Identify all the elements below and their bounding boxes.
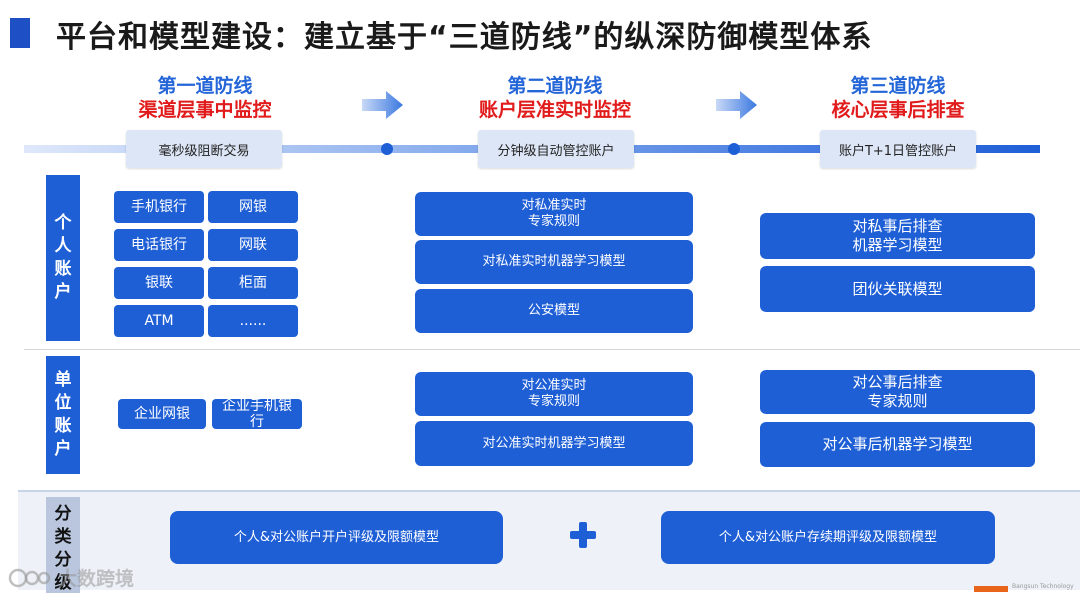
channel-corporate-online-banking: 企业网银	[118, 399, 206, 429]
channel-corporate-mobile-banking: 企业手机银行	[212, 398, 302, 430]
channel-netsunion: 网联	[208, 229, 298, 261]
channel-mobile-banking: 手机银行	[114, 191, 204, 223]
model-text-line1: 对公准实时机器学习模型	[482, 435, 626, 451]
model-opening-rating: 个人&对公账户开户评级及限额模型	[170, 511, 503, 564]
model-existence-rating: 个人&对公账户存续期评级及限额模型	[661, 511, 995, 564]
section-classify-text: 分类分级	[54, 504, 72, 593]
page-title: 平台和模型建设：建立基于“三道防线”的纵深防御模型体系	[56, 20, 873, 55]
model-personal-post-ml: 对私事后排查 机器学习模型	[760, 213, 1035, 259]
model-police: 公安模型	[415, 289, 693, 333]
line-1-name: 第一道防线	[157, 75, 253, 97]
model-text-line1: 对私事后排查	[852, 217, 943, 235]
model-corporate-post-ml: 对公事后机器学习模型	[760, 422, 1035, 467]
model-text-line1: 对私准实时	[521, 198, 587, 213]
line-3-header: 第三道防线 核心层事后排查	[798, 74, 998, 122]
timeline-label-3: 账户T+1日管控账户	[820, 130, 976, 168]
watermark: 大数跨境	[8, 564, 134, 591]
model-gang-association: 团伙关联模型	[760, 266, 1035, 312]
line-2-name: 第二道防线	[507, 75, 603, 97]
channel-phone-banking: 电话银行	[114, 229, 204, 261]
line-1-header: 第一道防线 渠道层事中监控	[105, 74, 305, 122]
channel-atm: ATM	[114, 305, 204, 337]
timeline-label-2: 分钟级自动管控账户	[478, 130, 634, 168]
timeline-dot	[728, 143, 740, 155]
section-classify-label: 分类分级	[46, 497, 80, 593]
model-text-line1: 对公事后排查	[852, 373, 943, 391]
timeline-label-1: 毫秒级阻断交易	[126, 130, 282, 168]
section-personal-label: 个人账户	[46, 175, 80, 341]
section-corporate-text: 单位账户	[54, 370, 72, 459]
channel-online-banking: 网银	[208, 191, 298, 223]
model-text-line2: 专家规则	[867, 392, 928, 410]
brand-bar	[974, 586, 1008, 592]
title-marker	[10, 18, 30, 48]
channel-more: ......	[208, 305, 298, 337]
channel-unionpay: 银联	[114, 267, 204, 299]
model-text-line2: 机器学习模型	[852, 236, 943, 254]
model-text-line1: 对公准实时	[521, 378, 587, 393]
model-text-line1: 个人&对公账户开户评级及限额模型	[233, 529, 440, 545]
arrow-right-icon	[362, 91, 403, 119]
channel-counter: 柜面	[208, 267, 298, 299]
section-corporate-label: 单位账户	[46, 356, 80, 474]
model-text-line1: 对私准实时机器学习模型	[482, 254, 626, 269]
timeline-dot	[381, 143, 393, 155]
model-corporate-post-rules: 对公事后排查 专家规则	[760, 370, 1035, 414]
line-3-sub: 核心层事后排查	[831, 99, 965, 121]
line-2-header: 第二道防线 账户层准实时监控	[455, 74, 655, 122]
model-text-line1: 对公事后机器学习模型	[822, 435, 973, 453]
plus-icon	[570, 522, 596, 548]
model-text-line2: 专家规则	[527, 214, 580, 229]
line-3-name: 第三道防线	[850, 75, 946, 97]
model-corporate-realtime-ml: 对公准实时机器学习模型	[415, 421, 693, 466]
section-divider	[24, 349, 1080, 350]
model-text-line1: 团伙关联模型	[852, 279, 943, 298]
model-personal-realtime-ml: 对私准实时机器学习模型	[415, 240, 693, 284]
arrow-right-icon	[716, 91, 757, 119]
model-text-line2: 专家规则	[527, 394, 580, 409]
section-personal-text: 个人账户	[54, 213, 72, 302]
line-1-sub: 渠道层事中监控	[138, 99, 272, 121]
model-personal-realtime-rules: 对私准实时 专家规则	[415, 192, 693, 236]
model-text-line1: 公安模型	[527, 303, 580, 318]
model-text-line1: 个人&对公账户存续期评级及限额模型	[718, 529, 938, 545]
model-corporate-realtime-rules: 对公准实时 专家规则	[415, 372, 693, 416]
brand-text: Bangsun Technology	[1012, 583, 1074, 590]
line-2-sub: 账户层准实时监控	[478, 99, 631, 121]
watermark-text: 大数跨境	[58, 568, 135, 590]
watermark-logo-icon	[8, 568, 51, 587]
